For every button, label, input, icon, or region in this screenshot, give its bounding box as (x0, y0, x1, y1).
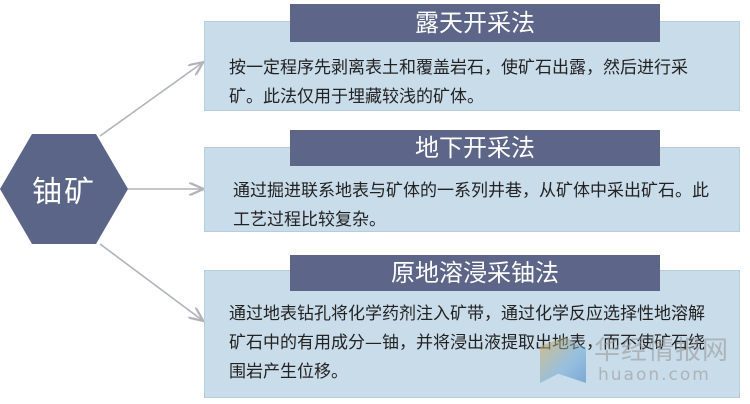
arrow-to-method-3 (99, 243, 202, 320)
watermark-url: huaon.com (598, 365, 711, 385)
method-2-description: 通过掘进联系地表与矿体的一系列井巷，从矿体中采出矿石。此工艺过程比较复杂。 (233, 181, 709, 230)
center-label: 铀矿 (32, 175, 96, 210)
watermark-name: 华经情报网 (594, 336, 730, 366)
method-3-box: 通过地表钻孔将化学药剂注入矿带，通过化学反应选择性地溶解矿石中的有用成分—铀，并… (204, 270, 740, 398)
method-3-description: 通过地表钻孔将化学药剂注入矿带，通过化学反应选择性地溶解矿石中的有用成分—铀，并… (229, 304, 705, 382)
arrow-to-method-1 (99, 63, 202, 137)
method-1-title: 露天开采法 (290, 4, 660, 42)
method-2-title: 地下开采法 (290, 130, 660, 166)
method-1-description: 按一定程序先剥离表土和覆盖岩石，使矿石出露，然后进行采矿。此法仅用于埋藏较浅的矿… (229, 58, 688, 107)
method-3-title: 原地溶浸采铀法 (290, 255, 660, 291)
